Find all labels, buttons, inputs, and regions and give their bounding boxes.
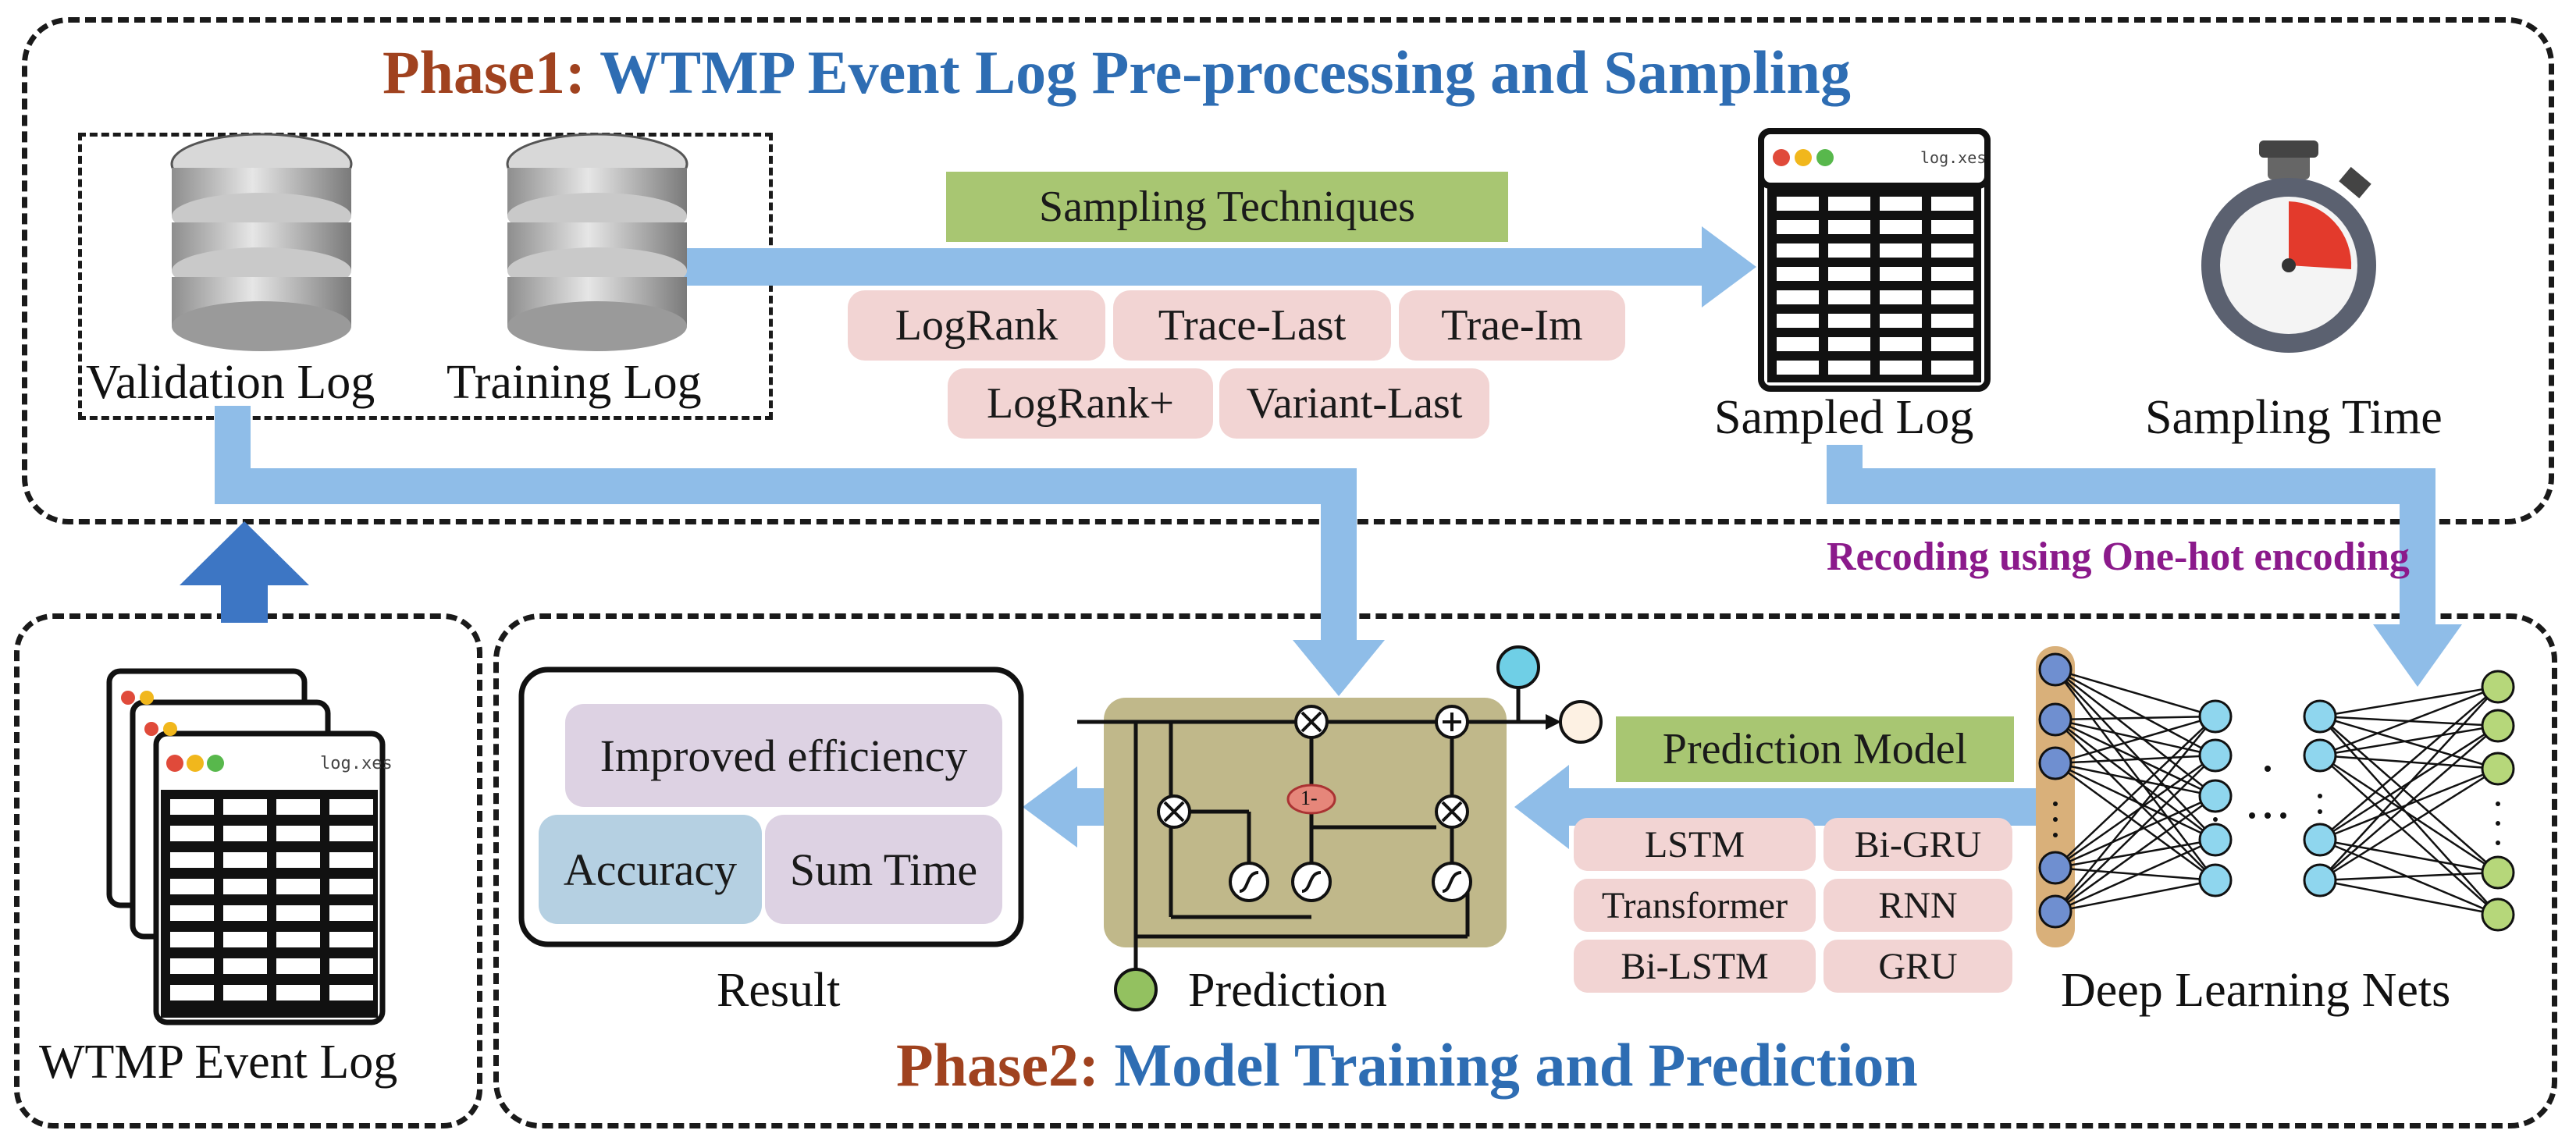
phase1-frame	[22, 17, 2554, 524]
sampled-log-label: Sampled Log	[1714, 391, 1974, 444]
up-arrow	[180, 521, 309, 623]
event-log-file-caption: log.xes	[320, 754, 393, 773]
phase1-title: Phase1: WTMP Event Log Pre-processing an…	[382, 38, 1851, 106]
flow-arrows	[215, 226, 2462, 849]
sampling-time-label: Sampling Time	[2145, 391, 2443, 444]
technique-trae-im: Trae-Im	[1399, 290, 1625, 361]
phase2-title: Phase2: Model Training and Prediction	[896, 1031, 1918, 1099]
recoding-label: Recoding using One-hot encoding	[1827, 535, 2410, 579]
prediction-label: Prediction	[1188, 964, 1387, 1017]
result-improved-efficiency: Improved efficiency	[565, 704, 1002, 807]
deep-nets-label: Deep Learning Nets	[2061, 964, 2451, 1017]
prediction-model-header: Prediction Model	[1616, 716, 2014, 782]
stopwatch-icon	[2201, 140, 2376, 353]
technique-trace-last: Trace-Last	[1113, 290, 1391, 361]
model-gru: GRU	[1823, 940, 2012, 993]
lstm-cell-state-node	[1559, 700, 1603, 744]
model-bi-gru: Bi-GRU	[1823, 818, 2012, 871]
technique-logrank: LogRank	[848, 290, 1105, 361]
technique-logrank-plus: LogRank+	[948, 368, 1213, 439]
training-log-label: Training Log	[447, 356, 702, 409]
result-label: Result	[717, 964, 841, 1017]
result-sum-time: Sum Time	[765, 815, 1002, 924]
training-db-icon	[506, 133, 688, 351]
validation-db-icon	[170, 133, 353, 351]
model-transformer: Transformer	[1574, 879, 1816, 932]
event-log-stack-icon	[106, 668, 386, 1025]
model-bi-lstm: Bi-LSTM	[1574, 940, 1816, 993]
sampled-log-file-caption: log.xes	[1920, 148, 1987, 167]
lstm-one-minus-label: 1-	[1300, 787, 1318, 809]
event-log-label: WTMP Event Log	[39, 1036, 398, 1089]
model-lstm: LSTM	[1574, 818, 1816, 871]
sampled-log-icon	[1758, 128, 1991, 392]
lstm-output-node	[1496, 645, 1540, 689]
validation-log-label: Validation Log	[86, 356, 375, 409]
lstm-input-node	[1114, 968, 1158, 1011]
sampling-techniques-header: Sampling Techniques	[946, 172, 1508, 242]
model-rnn: RNN	[1823, 879, 2012, 932]
result-accuracy: Accuracy	[539, 815, 762, 924]
technique-variant-last: Variant-Last	[1219, 368, 1489, 439]
phase2-frame	[493, 613, 2557, 1128]
neural-network-diagram	[2036, 646, 2515, 947]
lstm-cell-diagram	[1077, 645, 1603, 1011]
